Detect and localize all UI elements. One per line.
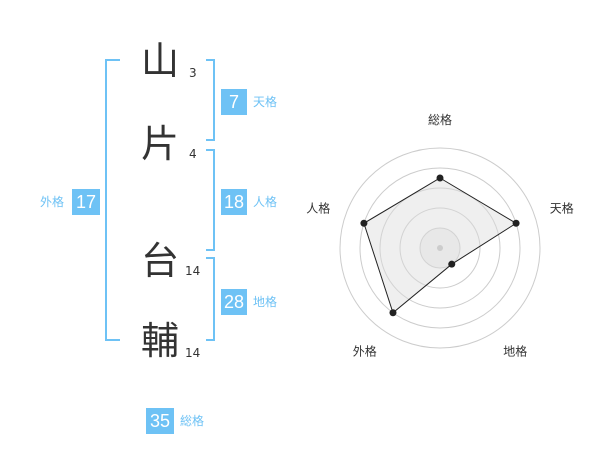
radar-point — [360, 219, 368, 227]
radar-axis-label: 総格 — [428, 112, 452, 127]
jinkaku-label: 人格 — [253, 195, 278, 209]
radar-center — [437, 245, 443, 251]
chikaku-value: 28 — [221, 289, 247, 315]
radar-point — [436, 174, 444, 182]
stroke-count-2: 4 — [189, 147, 197, 161]
name-char-4: 輔 — [140, 319, 179, 363]
name-char-1: 山 — [140, 39, 179, 83]
radar-point — [512, 219, 520, 227]
radar-ring — [399, 207, 481, 289]
jinkaku-bracket — [206, 149, 215, 251]
chikaku-bracket — [206, 257, 215, 341]
soukaku-label: 総格 — [180, 414, 205, 428]
radar-axis-label: 外格 — [353, 344, 377, 359]
name-char-3: 台 — [140, 239, 179, 283]
gaikaku-label: 外格 — [40, 195, 65, 209]
radar-ring — [359, 167, 521, 329]
jinkaku-value: 18 — [221, 189, 247, 215]
radar-axis-label: 天格 — [550, 200, 574, 215]
gaikaku-value: 17 — [72, 189, 100, 215]
tenkaku-value: 7 — [221, 89, 247, 115]
radar-point — [389, 309, 397, 317]
radar-axis-label: 人格 — [306, 200, 330, 215]
chikaku-label: 地格 — [253, 295, 278, 309]
radar-point — [448, 260, 456, 268]
tenkaku-label: 天格 — [253, 95, 278, 109]
gaikaku-bracket — [105, 59, 120, 341]
name-char-2: 片 — [140, 122, 179, 166]
radar-axis-label: 地格 — [503, 344, 527, 359]
tenkaku-bracket — [206, 59, 215, 141]
stroke-count-3: 14 — [185, 264, 201, 278]
radar-ring — [339, 147, 541, 349]
radar-ring — [379, 187, 501, 309]
stroke-count-4: 14 — [185, 346, 201, 360]
stroke-count-1: 3 — [189, 66, 197, 80]
soukaku-value: 35 — [146, 408, 174, 434]
